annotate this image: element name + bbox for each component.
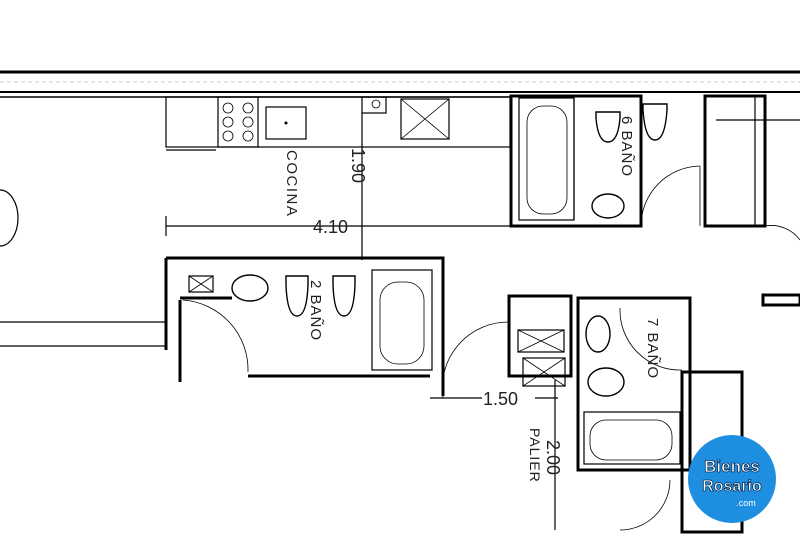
landing-label: PALIER	[527, 428, 543, 483]
logo-line-3: .com	[736, 498, 756, 508]
landing-depth-label: 2.00	[543, 440, 563, 475]
logo-line-2: Rosario	[702, 478, 762, 495]
hall-width-label: 1.50	[483, 389, 518, 409]
kitchen-width-label: 4.10	[313, 217, 348, 237]
bath6-label: 6 BAÑO	[618, 116, 635, 177]
dimension-hall	[430, 321, 558, 399]
bienes-rosario-logo: Bienes Rosario .com	[688, 435, 776, 523]
kitchen-counter	[165, 96, 511, 151]
right-walls	[703, 94, 800, 307]
round-table	[0, 189, 19, 247]
bath-7	[507, 294, 744, 534]
bath-6	[509, 94, 701, 228]
kitchen-depth-label: 1.90	[348, 148, 368, 183]
logo-line-1: Bienes	[704, 457, 760, 476]
top-wall	[0, 70, 800, 98]
kitchen-label: COCINA	[283, 150, 300, 217]
bath7-label: 7 BAÑO	[644, 318, 661, 379]
dimension-kitchen	[165, 113, 511, 260]
bath2-label: 2 BAÑO	[307, 280, 324, 341]
bath-2	[0, 256, 445, 396]
